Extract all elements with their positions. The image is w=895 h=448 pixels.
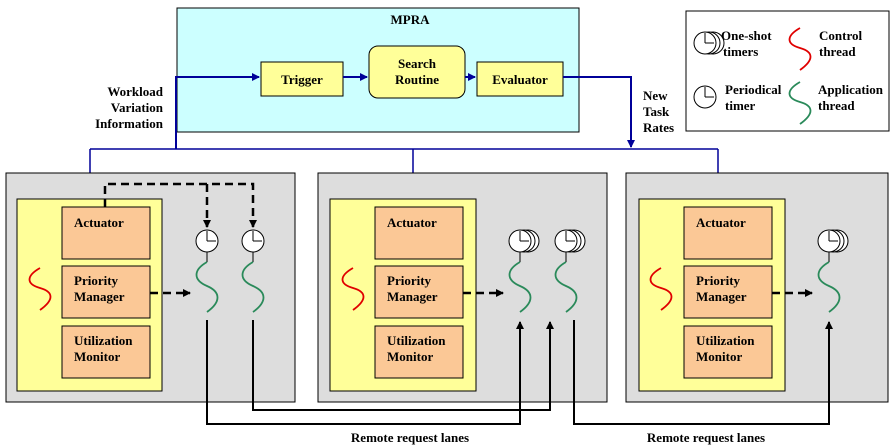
node-1: Actuator Priority Manager Utilization Mo… [5, 172, 296, 403]
remote-lane-2 [252, 320, 554, 411]
remote-lane-1 [206, 320, 524, 425]
legend-control-1: Control [819, 28, 862, 43]
legend-control-2: thread [819, 44, 856, 59]
one-shot-timers-icon [693, 31, 725, 55]
node3-priority-1: Priority [696, 273, 741, 288]
node2-one-shot-timers-icon-2 [554, 229, 586, 253]
node3-application-thread-icon [817, 261, 841, 313]
node1-actuator: Actuator [74, 215, 124, 230]
workload-label-3: Information [95, 116, 164, 131]
legend-app-1: Application [818, 82, 884, 97]
rates-label-3: Rates [643, 120, 674, 135]
evaluator-label: Evaluator [492, 72, 548, 87]
rates-label-1: New [643, 88, 668, 103]
node2-util-1: Utilization [387, 333, 446, 348]
node1-priority-2: Manager [74, 289, 125, 304]
mpra-title: MPRA [391, 12, 431, 27]
lanes-label-right: Remote request lanes [647, 430, 765, 445]
search-routine-box [368, 45, 466, 99]
legend-periodic-1: Periodical [725, 82, 782, 97]
legend-periodic-2: timer [725, 98, 756, 113]
node3-util-2: Monitor [696, 349, 742, 364]
node2-one-shot-timers-icon-1 [508, 229, 540, 253]
remote-lane-3 [573, 320, 833, 425]
node1-control-thread-icon [28, 267, 52, 311]
search-routine-label-2: Routine [395, 72, 439, 87]
trigger-label: Trigger [281, 72, 323, 87]
node2-priority-1: Priority [387, 273, 432, 288]
legend-oneshot-2: timers [723, 44, 758, 59]
node2-control-thread-icon [341, 267, 365, 311]
search-routine-label-1: Search [398, 56, 437, 71]
application-thread-icon [788, 81, 812, 125]
node3-one-shot-timers-icon [817, 229, 849, 253]
node1-periodical-timer-icon-1 [195, 229, 219, 253]
workload-label-2: Variation [111, 100, 164, 115]
legend-box [685, 10, 890, 132]
node3-priority-2: Manager [696, 289, 747, 304]
node2-application-thread-icon-2 [554, 261, 578, 313]
workload-label-1: Workload [107, 84, 163, 99]
node2-actuator: Actuator [387, 215, 437, 230]
workload-info-path [175, 73, 260, 149]
new-rates-path [563, 76, 635, 148]
periodical-timer-icon [693, 85, 717, 109]
node1-periodical-timer-icon-2 [241, 229, 265, 253]
legend-oneshot-1: One-shot [721, 28, 772, 43]
node1-application-thread-icon-2 [241, 261, 265, 313]
node3-util-1: Utilization [696, 333, 755, 348]
node3-actuator: Actuator [696, 215, 746, 230]
node-2: Actuator Priority Manager Utilization Mo… [317, 172, 608, 403]
evaluator-box [476, 61, 564, 97]
node1-priority-1: Priority [74, 273, 119, 288]
node1-application-thread-icon-1 [195, 261, 219, 313]
node2-application-thread-icon-1 [508, 261, 532, 313]
node-3: Actuator Priority Manager Utilization Mo… [625, 172, 889, 403]
node2-util-2: Monitor [387, 349, 433, 364]
rates-label-2: Task [643, 104, 670, 119]
node3-control-thread-icon [649, 267, 673, 311]
node1-util-2: Monitor [74, 349, 120, 364]
control-thread-icon [788, 27, 812, 71]
trigger-box [260, 61, 344, 97]
node2-priority-2: Manager [387, 289, 438, 304]
node1-util-1: Utilization [74, 333, 133, 348]
legend-app-2: thread [818, 98, 855, 113]
node1-timer-control-path [103, 182, 257, 228]
lanes-label-left: Remote request lanes [351, 430, 469, 445]
